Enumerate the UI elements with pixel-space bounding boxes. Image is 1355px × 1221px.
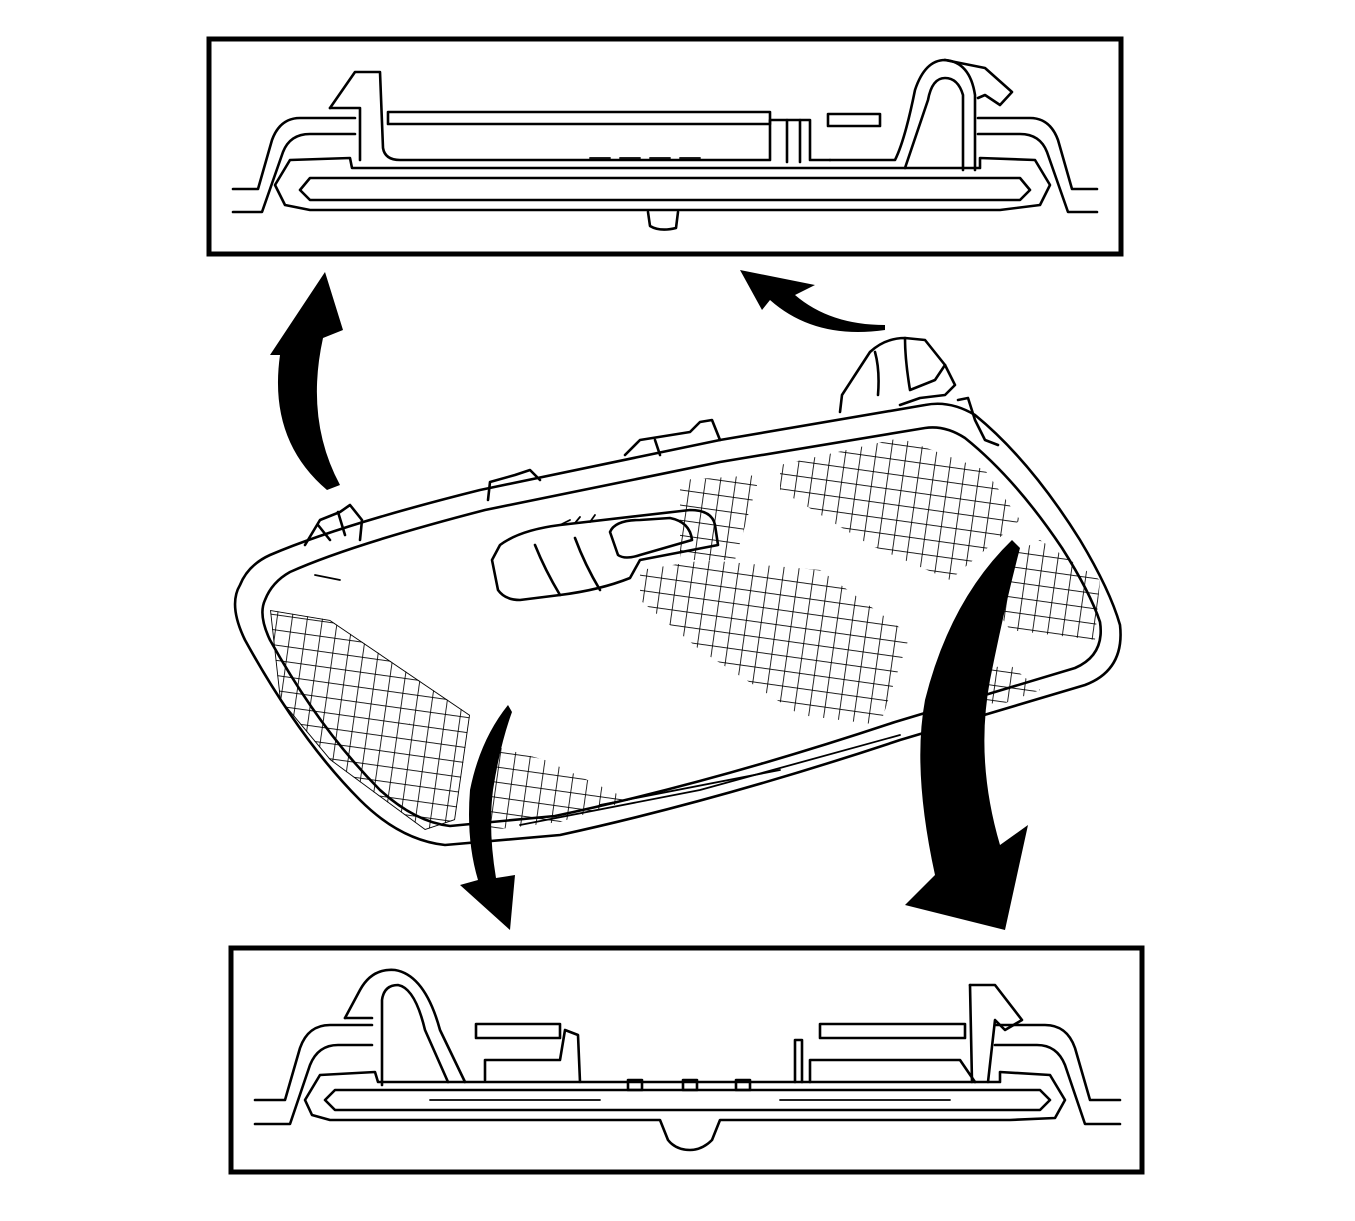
upper-section-view bbox=[206, 36, 1124, 257]
arrow-to-lower-left bbox=[460, 705, 515, 930]
arrow-to-upper-right bbox=[740, 270, 885, 332]
dome-lamp-assembly bbox=[233, 336, 1122, 847]
arrow-to-upper-left bbox=[270, 272, 343, 490]
lower-section-view bbox=[228, 945, 1145, 1175]
arrow-to-lower-right bbox=[905, 540, 1028, 930]
